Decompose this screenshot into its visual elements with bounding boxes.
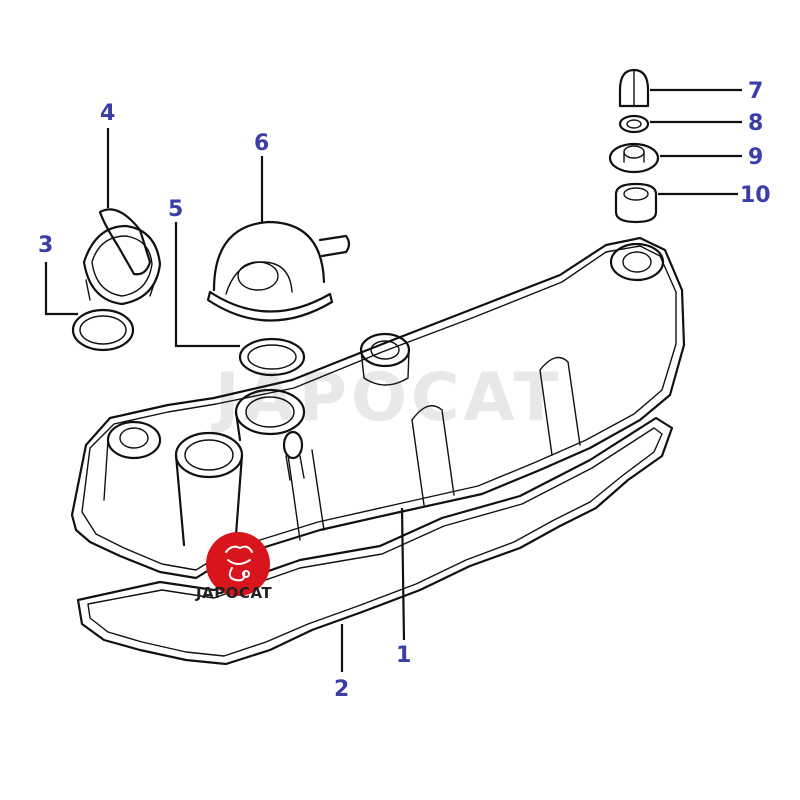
callout-2: 2 [334,677,349,702]
leader-line-3 [44,262,78,316]
grommet [614,182,658,224]
callout-10: 10 [740,183,771,208]
callout-4: 4 [100,101,115,126]
callout-1: 1 [396,643,411,668]
leader-line-5 [174,222,240,348]
cat-icon [225,545,253,582]
breather-dome [206,220,351,322]
breather-gasket [238,337,306,377]
callout-3: 3 [38,233,53,258]
japocat-logo: JAPOCAT [195,532,272,602]
callout-7: 7 [748,79,763,104]
valve-cover-gasket [76,416,674,666]
washer [618,114,650,134]
callout-5: 5 [168,197,183,222]
valve-cover [70,236,686,580]
oil-cap-gasket [71,308,135,352]
callout-8: 8 [748,111,763,136]
oil-filler-cap [82,208,162,306]
leader-line-1 [400,507,406,641]
callout-9: 9 [748,145,763,170]
callout-6: 6 [254,131,269,156]
seal-washer [608,142,660,174]
cap-nut [618,68,650,108]
logo-brand-text: JAPOCAT [195,584,272,602]
